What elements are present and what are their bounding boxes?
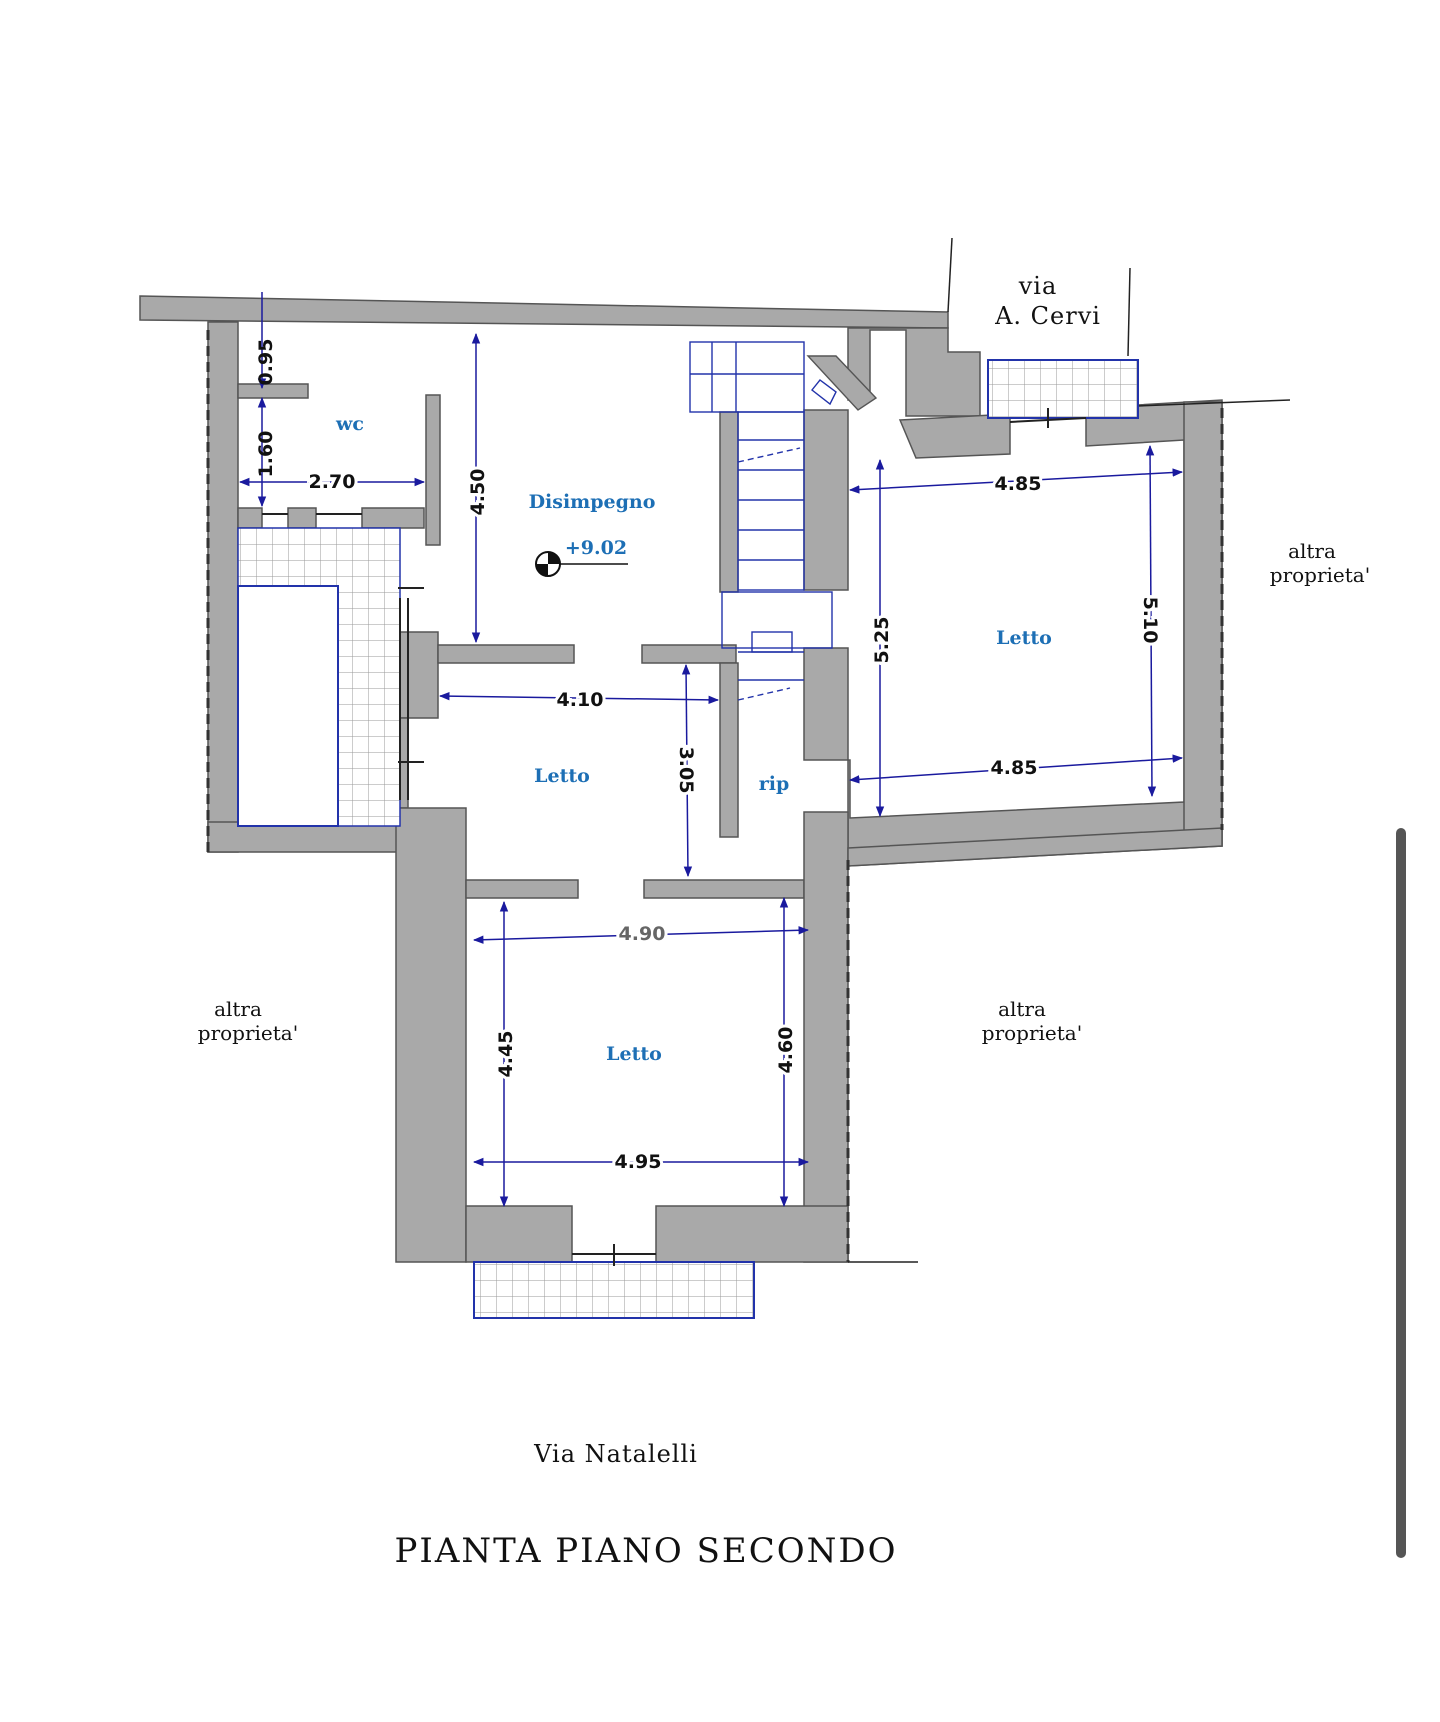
dim-letto-center-width: 4.10 <box>557 689 604 711</box>
dim-letto-bottom-width-bottom: 4.95 <box>615 1151 662 1173</box>
dim-letto-bottom-height-right: 4.60 <box>775 1027 797 1074</box>
room-label-letto-center: Letto <box>534 765 590 787</box>
neighbor-right-line1: altra <box>1288 539 1336 563</box>
elevation-label: +9.02 <box>565 537 627 559</box>
neighbor-left-line1: altra <box>214 997 262 1021</box>
scrollbar[interactable] <box>1396 828 1406 1558</box>
dim-letto-right-height-left: 5.25 <box>871 617 893 664</box>
dim-letto-right-height-right: 5.10 <box>1139 597 1161 644</box>
property-boundaries <box>206 330 1224 1262</box>
neighbor-right-line2: proprieta' <box>1270 563 1370 587</box>
street-via-natalelli: Via Natalelli <box>533 1440 698 1468</box>
elevation-benchmark-icon <box>535 551 628 577</box>
dim-letto-bottom-width-top: 4.90 <box>619 923 666 945</box>
dimension-lines <box>238 292 1184 1208</box>
room-label-disimpegno: Disimpegno <box>529 491 656 513</box>
room-label-wc: wc <box>335 413 364 435</box>
neighbor-center-line2: proprieta' <box>982 1021 1082 1045</box>
neighbor-center-line1: altra <box>998 997 1046 1021</box>
dim-wc-width: 2.70 <box>309 471 356 493</box>
openings <box>262 408 1087 1266</box>
dim-disimpegno-height: 4.50 <box>467 469 489 516</box>
plan-title: PIANTA PIANO SECONDO <box>395 1531 898 1571</box>
room-label-letto-bottom: Letto <box>606 1043 662 1065</box>
staircase-icon <box>689 341 878 701</box>
tiled-areas <box>237 359 1139 1319</box>
room-label-ripostiglio: rip <box>759 773 790 795</box>
dim-letto-center-height: 3.05 <box>675 747 697 794</box>
street-via-cervi-line2: A. Cervi <box>994 302 1101 330</box>
dim-letto-bottom-height-left: 4.45 <box>495 1031 517 1078</box>
room-label-letto-right: Letto <box>996 627 1052 649</box>
dim-letto-right-width-bottom: 4.85 <box>991 757 1038 779</box>
dim-wc-height-top: 0.95 <box>255 339 277 386</box>
street-via-cervi-line1: via <box>1018 272 1058 300</box>
dim-letto-right-width-top: 4.85 <box>995 473 1042 495</box>
dim-wc-height: 1.60 <box>255 431 277 478</box>
neighbor-left-line2: proprieta' <box>198 1021 298 1045</box>
